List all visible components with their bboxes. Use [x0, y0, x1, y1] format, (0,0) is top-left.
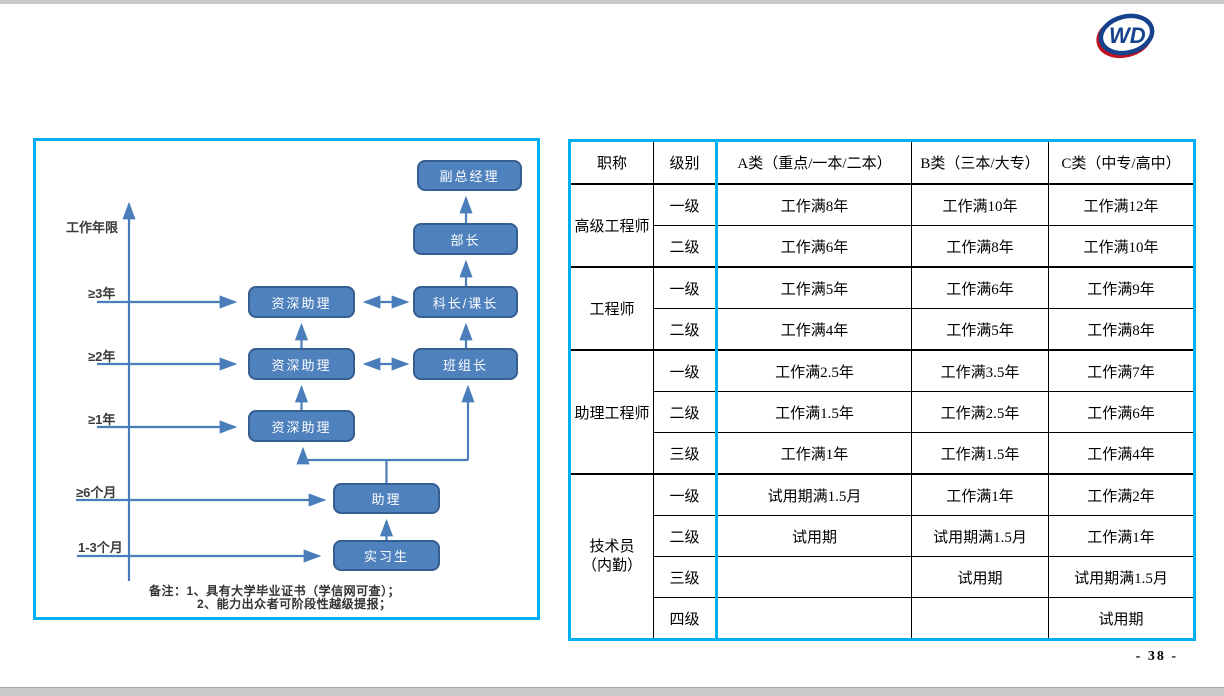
- note-line-1: 备注：1、具有大学毕业证书（学信网可查）；: [149, 584, 401, 598]
- cell-b: 工作满1.5年: [911, 432, 1049, 475]
- cell-b: 工作满6年: [911, 266, 1049, 309]
- node-team-leader: 班组长: [413, 348, 518, 380]
- cell-title: 高级工程师: [569, 183, 654, 268]
- cell-level: 一级: [653, 183, 717, 226]
- cell-b: 工作满10年: [911, 183, 1049, 226]
- cell-level: 三级: [653, 556, 717, 598]
- table-row: 高级工程师 一级 工作满8年 工作满10年 工作满12年: [569, 183, 1195, 268]
- cell-a: 工作满5年: [715, 266, 912, 309]
- cell-title: 工程师: [569, 266, 654, 351]
- cell-title-line1: 技术员: [589, 538, 635, 555]
- node-vice-general-manager: 副总经理: [417, 160, 522, 191]
- tick-label-3y: ≥3年: [88, 286, 116, 301]
- cell-title-line2: （内勤）: [581, 557, 642, 574]
- table-row: 技术员 （内勤） 一级 试用期满1.5月 工作满1年 工作满2年: [569, 473, 1195, 640]
- cell-title: 技术员 （内勤）: [569, 473, 654, 640]
- axis-title: 工作年限: [66, 220, 119, 235]
- axis-and-arrows: [76, 195, 475, 581]
- header-level: 级别: [653, 140, 717, 185]
- header-class-a: A类（重点/一本/二本）: [715, 140, 912, 185]
- cell-c: 工作满8年: [1048, 308, 1195, 351]
- career-path-diagram-panel: 工作年限 ≥3年 ≥2年 ≥1年 ≥6个月 1-3个月 副总经理 部长 科长/课…: [33, 138, 540, 620]
- cell-c: 试用期满1.5月: [1048, 556, 1195, 598]
- cell-a: 工作满1年: [715, 432, 912, 475]
- header-class-b: B类（三本/大专）: [911, 140, 1049, 185]
- cell-b: 工作满3.5年: [911, 349, 1049, 392]
- table-row: 二级 工作满1.5年 工作满2.5年 工作满6年: [570, 391, 1195, 433]
- table-header-row: 职称 级别 A类（重点/一本/二本） B类（三本/大专） C类（中专/高中）: [569, 140, 1195, 185]
- table-row: 助理工程师 一级 工作满2.5年 工作满3.5年 工作满7年: [569, 349, 1195, 475]
- window-top-edge: [0, 0, 1224, 4]
- cell-b: 试用期满1.5月: [911, 515, 1049, 557]
- header-class-c: C类（中专/高中）: [1048, 140, 1195, 185]
- note-line-2: 2、能力出众者可阶段性越级提报；: [197, 597, 392, 611]
- cell-level: 二级: [653, 515, 717, 557]
- logo-text: WD: [1109, 23, 1146, 48]
- cell-level: 三级: [653, 432, 717, 475]
- cell-a: 工作满2.5年: [715, 349, 912, 392]
- cell-c: 工作满6年: [1048, 391, 1195, 433]
- cell-b: 工作满2.5年: [911, 391, 1049, 433]
- cell-a: [715, 597, 912, 640]
- table-row: 四级 试用期: [570, 597, 1195, 640]
- cell-level: 一级: [653, 349, 717, 392]
- cell-level: 一级: [653, 473, 717, 516]
- cell-level: 二级: [653, 308, 717, 351]
- cell-c: 工作满1年: [1048, 515, 1195, 557]
- page-number: - 38 -: [1135, 649, 1178, 664]
- node-senior-assistant-3: 资深助理: [248, 410, 355, 442]
- table-row: 二级 工作满4年 工作满5年 工作满8年: [570, 308, 1195, 351]
- cell-b: 工作满5年: [911, 308, 1049, 351]
- cell-c: 工作满9年: [1048, 266, 1195, 309]
- table-row: 二级 试用期 试用期满1.5月 工作满1年: [570, 515, 1195, 557]
- cell-a: 试用期: [715, 515, 912, 557]
- node-assistant: 助理: [333, 483, 440, 514]
- cell-title: 助理工程师: [569, 349, 654, 475]
- node-section-chief: 科长/课长: [413, 286, 518, 318]
- tick-label-2y: ≥2年: [88, 349, 116, 364]
- tick-label-6m: ≥6个月: [76, 485, 117, 500]
- table-row: 二级 工作满6年 工作满8年 工作满10年: [570, 225, 1195, 268]
- cell-b: 工作满1年: [911, 473, 1049, 516]
- cell-a: 工作满1.5年: [715, 391, 912, 433]
- node-senior-assistant-1: 资深助理: [248, 286, 355, 318]
- promotion-criteria-table: 职称 级别 A类（重点/一本/二本） B类（三本/大专） C类（中专/高中） 高…: [568, 139, 1196, 641]
- company-logo: WD: [1096, 13, 1155, 59]
- cell-a: 工作满8年: [715, 183, 912, 226]
- cell-b: [911, 597, 1049, 640]
- cell-c: 工作满10年: [1048, 225, 1195, 268]
- cell-level: 一级: [653, 266, 717, 309]
- cell-level: 四级: [653, 597, 717, 640]
- cell-a: 工作满4年: [715, 308, 912, 351]
- diagram-connectors: [76, 195, 475, 581]
- cell-b: 试用期: [911, 556, 1049, 598]
- cell-a: 试用期满1.5月: [715, 473, 912, 516]
- node-senior-assistant-2: 资深助理: [248, 348, 355, 380]
- node-minister: 部长: [413, 223, 518, 255]
- cell-c: 工作满7年: [1048, 349, 1195, 392]
- node-intern: 实习生: [333, 540, 440, 571]
- cell-b: 工作满8年: [911, 225, 1049, 268]
- table-row: 三级 工作满1年 工作满1.5年 工作满4年: [570, 432, 1195, 475]
- table-row: 工程师 一级 工作满5年 工作满6年 工作满9年: [569, 266, 1195, 351]
- cell-c: 工作满2年: [1048, 473, 1195, 516]
- table-row: 三级 试用期 试用期满1.5月: [570, 556, 1195, 598]
- window-bottom-edge: [0, 687, 1224, 696]
- cell-a: [715, 556, 912, 598]
- cell-level: 二级: [653, 225, 717, 268]
- cell-c: 试用期: [1048, 597, 1195, 640]
- cell-c: 工作满12年: [1048, 183, 1195, 226]
- tick-label-1y: ≥1年: [88, 412, 116, 427]
- tick-label-1-3m: 1-3个月: [78, 540, 123, 555]
- cell-a: 工作满6年: [715, 225, 912, 268]
- cell-level: 二级: [653, 391, 717, 433]
- header-title: 职称: [569, 140, 654, 185]
- cell-c: 工作满4年: [1048, 432, 1195, 475]
